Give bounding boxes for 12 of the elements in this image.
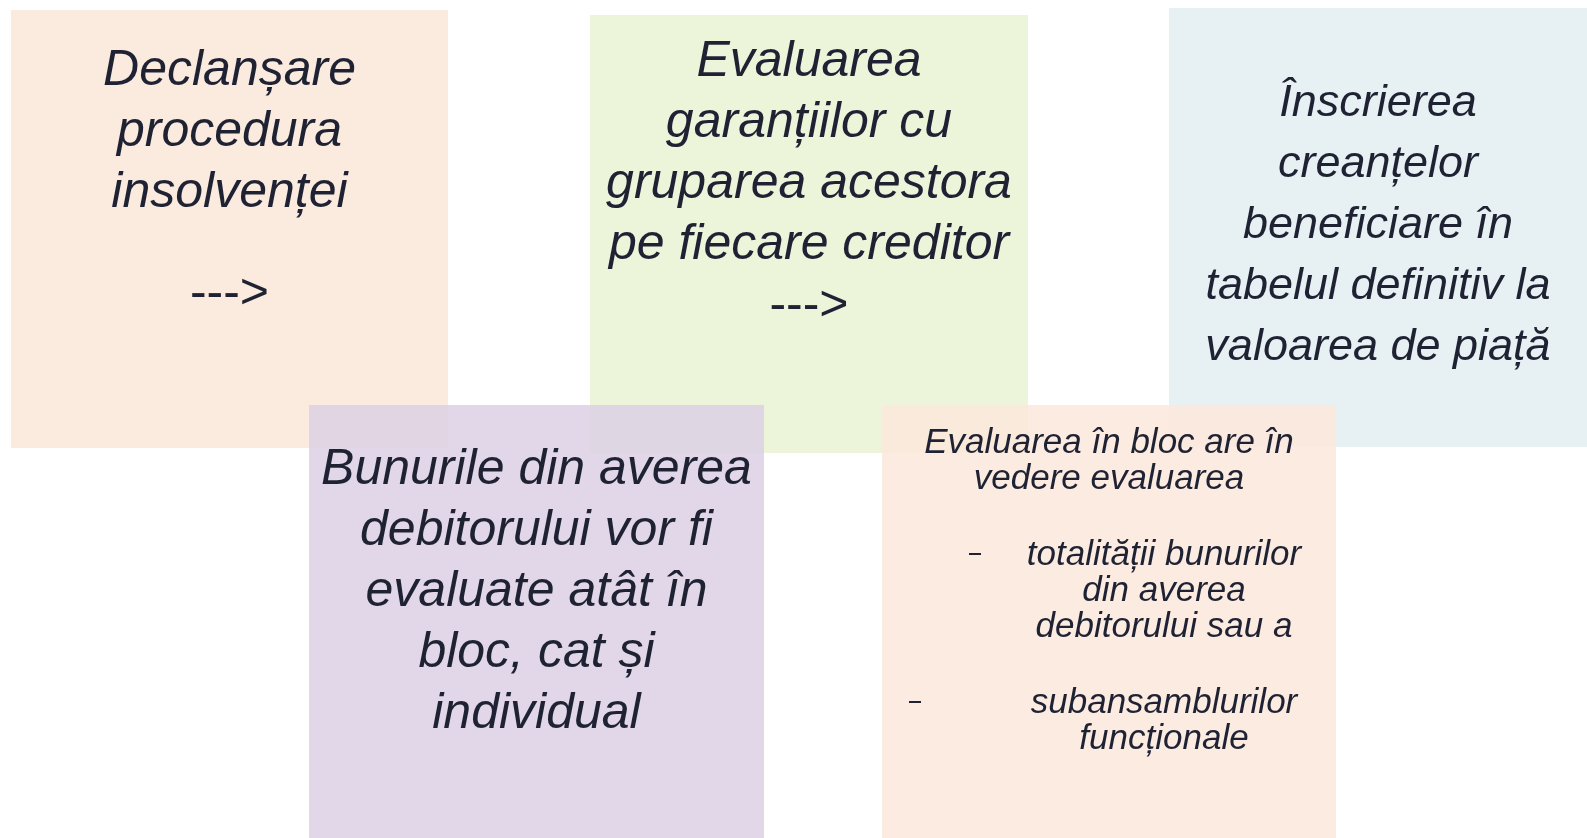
text-box xyxy=(882,405,1336,838)
list-item: subansamblurilor funcționale xyxy=(1019,683,1309,755)
list-item: totalității bunurilor din averea debitorului sau a xyxy=(1019,535,1309,643)
box-text: Înscrierea creanțelor beneficiare în tabelul definitiv la valoarea de piață xyxy=(1204,74,1552,372)
box-text: Evaluarea garanțiilor cu gruparea acestora pe fiecare creditor xyxy=(605,30,1013,272)
arrow-text: ---> xyxy=(189,262,270,321)
text-box xyxy=(309,405,764,838)
box-text: Declanșare procedura insolvenței xyxy=(102,39,357,220)
box-text: Evaluarea în bloc are în vedere evaluarea xyxy=(923,423,1295,495)
arrow-text: ---> xyxy=(769,274,849,333)
text-box xyxy=(11,10,448,448)
box-text: Bunurile din averea debitorului vor fi evaluate atât în bloc, cat și individual xyxy=(320,438,753,741)
